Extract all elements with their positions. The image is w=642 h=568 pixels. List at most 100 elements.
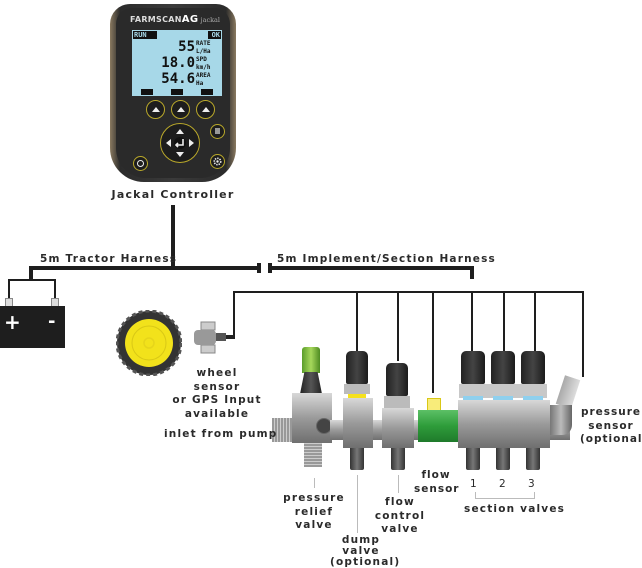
relief-valve-cone	[300, 372, 322, 394]
tractor-harness-label: 5m Tractor Harness	[40, 253, 178, 265]
pressure-sensor-head	[555, 375, 581, 409]
section-indicator	[201, 89, 213, 95]
section-1-band	[463, 396, 483, 400]
softkey-3-button[interactable]	[196, 100, 215, 119]
speed-value: 18.0	[161, 55, 195, 71]
status-ok: OK	[207, 31, 221, 39]
pressure-sensor-elbow	[550, 405, 572, 435]
section-number-2: 2	[499, 478, 507, 490]
settings-button[interactable]	[210, 154, 225, 169]
distribution-bus	[233, 291, 584, 293]
status-run: RUN	[133, 31, 157, 39]
section-3-coil	[521, 351, 545, 384]
implement-harness-drop	[470, 266, 474, 279]
wheel-sensor-icon	[194, 321, 234, 354]
section-bracket	[475, 492, 535, 499]
brand-suffix: AG	[181, 14, 199, 25]
section-1-wire	[471, 291, 473, 351]
battery-lead-minus	[54, 279, 56, 299]
softkey-2-button[interactable]	[171, 100, 190, 119]
gear-icon	[213, 157, 222, 166]
flow-sensor-body	[418, 410, 458, 442]
section-number-3: 3	[528, 478, 536, 490]
area-value: 54.6	[161, 71, 195, 87]
dump-valve-outlet	[350, 448, 364, 470]
dump-valve-wire	[356, 291, 358, 351]
flow-control-coil	[386, 363, 408, 396]
relief-valve-outlet	[304, 443, 322, 467]
section-caps	[459, 384, 547, 398]
area-name: AREA	[196, 72, 211, 79]
battery-lead-plus	[8, 279, 10, 299]
inlet-label: inlet from pump	[164, 428, 278, 440]
flow-control-leader	[398, 475, 399, 493]
section-1-coil	[461, 351, 485, 384]
arrow-up-icon	[151, 106, 160, 112]
relief-leader	[314, 478, 315, 488]
wheel-sensor-label: wheel sensor or GPS Input available	[172, 367, 262, 420]
battery-lead	[29, 266, 33, 280]
flow-control-body	[382, 408, 414, 448]
pressure-sensor-wire	[582, 291, 584, 377]
section-indicators	[132, 89, 222, 96]
section-number-1: 1	[470, 478, 478, 490]
implement-harness-wire	[268, 266, 474, 270]
menu-button[interactable]	[210, 124, 225, 139]
speed-name: SPD	[196, 56, 207, 63]
section-3-band	[523, 396, 543, 400]
section-valves-body	[458, 400, 550, 448]
dump-valve-coil	[346, 351, 368, 384]
model-name: jackal	[200, 16, 220, 24]
rate-unit: L/Ha	[196, 47, 211, 55]
connector-male	[257, 263, 261, 273]
flow-control-outlet	[391, 448, 405, 470]
brand-logo: FARMSCANAG	[130, 14, 198, 26]
rate-value: 55	[178, 39, 195, 55]
flow-control-wire	[397, 291, 399, 361]
section-indicator	[171, 89, 183, 95]
area-unit: Ha	[196, 79, 204, 87]
dump-valve-cap	[344, 384, 370, 394]
controller-label: Jackal Controller	[111, 188, 235, 201]
tractor-harness-wire	[29, 266, 257, 270]
nav-pad[interactable]	[160, 123, 200, 163]
wheel-sensor-wire	[233, 291, 235, 339]
section-2-outlet	[496, 448, 510, 470]
section-2-wire	[503, 291, 505, 351]
pages-icon	[215, 128, 220, 134]
section-3-outlet	[526, 448, 540, 470]
section-2-coil	[491, 351, 515, 384]
controller-cable	[171, 205, 175, 268]
speed-unit: km/h	[196, 63, 211, 71]
rate-name: RATE	[196, 40, 211, 47]
relief-valve-knob	[302, 347, 320, 373]
battery: + -	[0, 306, 65, 348]
plus-sign: +	[4, 310, 21, 334]
arrow-up-icon	[176, 106, 185, 112]
dump-valve-band	[348, 394, 366, 398]
power-button[interactable]	[133, 156, 148, 171]
battery-lead-split	[8, 279, 55, 281]
brand-name: FARMSCAN	[130, 15, 182, 24]
softkey-1-button[interactable]	[146, 100, 165, 119]
flow-sensor-label: flow sensor	[414, 469, 460, 495]
section-indicator	[141, 89, 153, 95]
section-valves-label: section valves	[464, 503, 566, 515]
flow-sensor-wire	[432, 291, 434, 393]
nav-arrows-icon	[166, 129, 194, 157]
arrow-up-icon	[201, 106, 210, 112]
section-3-wire	[534, 291, 536, 351]
flow-control-cap	[384, 396, 410, 408]
pressure-relief-label: pressure relief valve	[283, 492, 345, 531]
implement-harness-label: 5m Implement/Section Harness	[277, 253, 496, 265]
inlet-fitting	[272, 418, 292, 442]
flow-control-label: flow control valve	[374, 496, 426, 535]
